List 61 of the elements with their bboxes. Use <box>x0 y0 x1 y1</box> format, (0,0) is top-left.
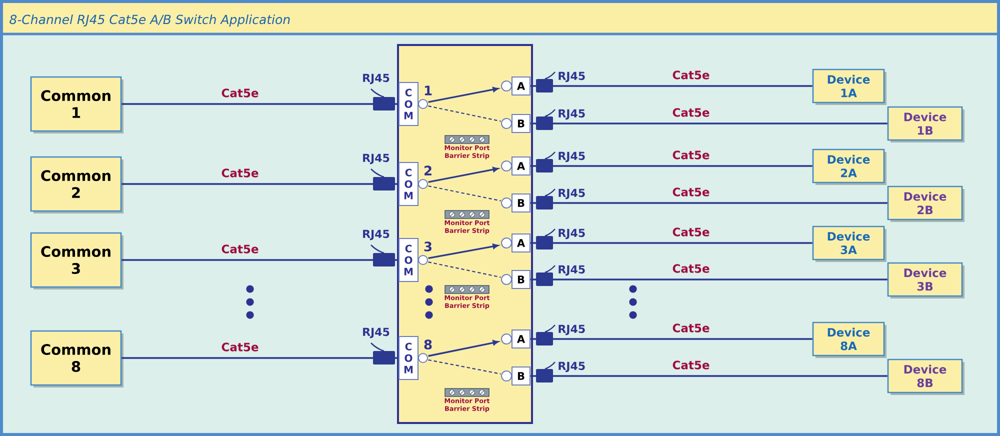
connector-label: RJ45 <box>363 230 390 240</box>
cable <box>122 259 398 261</box>
arrow <box>428 86 498 103</box>
connector-label: RJ45 <box>558 362 585 372</box>
device-box: Device 3B <box>887 262 965 298</box>
dashed-line <box>428 106 501 122</box>
connector-label: RJ45 <box>363 328 390 338</box>
common-box: Common 8 <box>30 330 124 388</box>
edge-label: Cat5e <box>671 226 711 238</box>
channel-number: 8 <box>424 340 432 350</box>
channel-number: 3 <box>424 242 432 252</box>
device-box: Device 2A <box>812 148 887 185</box>
connector-label: RJ45 <box>558 109 585 120</box>
edge-label: Cat5e <box>220 244 260 254</box>
connector-label: RJ45 <box>558 324 585 336</box>
cable <box>530 375 888 377</box>
device-box: Device 8B <box>887 358 965 395</box>
edge-label: Cat5e <box>671 107 711 118</box>
channel-number: 1 <box>424 86 432 96</box>
cable <box>122 103 398 105</box>
edge-label: Cat5e <box>671 150 711 160</box>
device-box: Device 3A <box>812 226 887 262</box>
edge-label: Cat5e <box>671 360 711 370</box>
cable <box>530 165 812 167</box>
cable <box>530 278 888 280</box>
common-box: Common 1 <box>30 76 124 134</box>
edge-label: Cat5e <box>671 70 711 80</box>
edge-label: Cat5e <box>220 88 260 98</box>
device-box: Device 8A <box>812 322 887 358</box>
cable <box>530 202 888 204</box>
common-box: Common 3 <box>30 232 124 290</box>
common-box: Common 2 <box>30 156 124 214</box>
edge-label: Cat5e <box>220 342 260 352</box>
cable <box>530 122 888 124</box>
dashed-line <box>428 359 501 374</box>
arrow <box>428 166 498 183</box>
cable <box>122 357 398 359</box>
cable <box>530 85 812 87</box>
arrow <box>428 340 499 357</box>
connector-label: RJ45 <box>363 154 390 164</box>
device-box: Device 1A <box>812 68 887 105</box>
channel-number: 2 <box>424 166 432 176</box>
connector-label: RJ45 <box>363 74 390 84</box>
connector-label: RJ45 <box>558 152 585 162</box>
connector-label: RJ45 <box>558 265 585 276</box>
dashed-line <box>428 262 501 278</box>
device-box: Device 1B <box>887 106 965 142</box>
connector-label: RJ45 <box>558 72 585 82</box>
cable <box>530 338 812 340</box>
edge-label: Cat5e <box>671 322 711 334</box>
edge-label: Cat5e <box>220 168 260 178</box>
connector-label: RJ45 <box>558 188 585 200</box>
edge-label: Cat5e <box>671 263 711 274</box>
device-box: Device 2B <box>887 186 965 222</box>
arrow <box>428 244 498 260</box>
cable <box>530 242 812 244</box>
dashed-line <box>428 185 501 202</box>
title-bar: 8-Channel RJ45 Cat5e A/B Switch Application <box>3 3 998 36</box>
edge-label: Cat5e <box>671 186 711 198</box>
connector-label: RJ45 <box>558 228 585 240</box>
cable <box>122 183 398 185</box>
